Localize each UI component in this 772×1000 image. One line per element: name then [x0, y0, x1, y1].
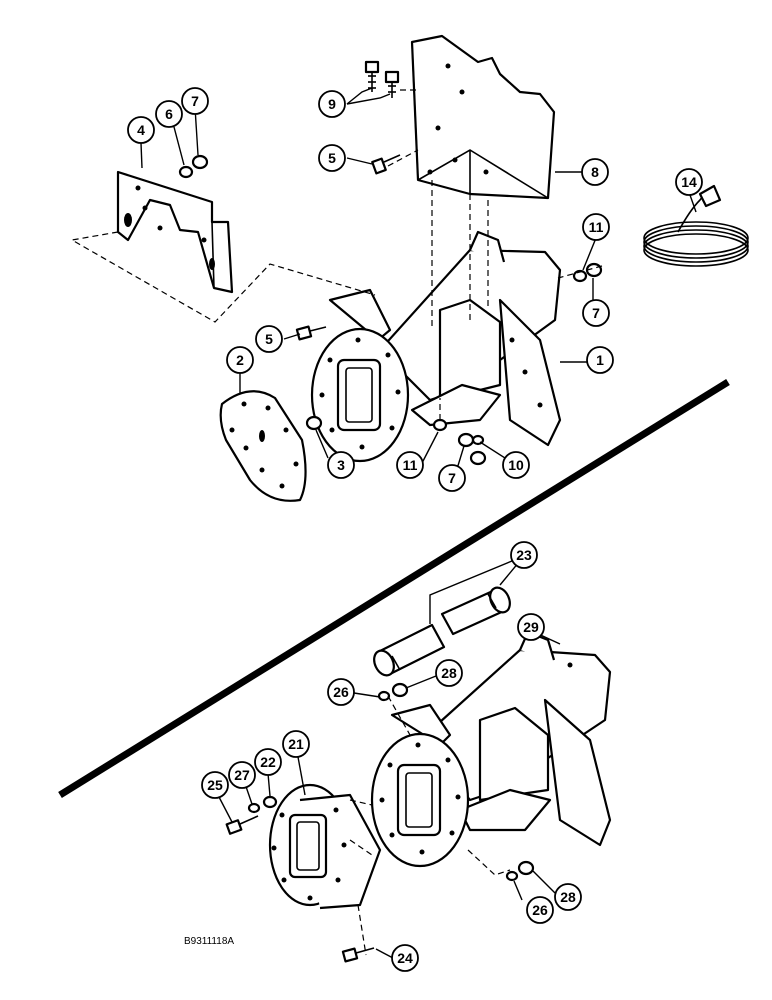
- alignment-lines-upper: [70, 89, 603, 420]
- callout-23: 23: [510, 541, 538, 569]
- callout-4: 4: [127, 116, 155, 144]
- alignment-lines-lower: [349, 695, 511, 956]
- svg-text:24: 24: [397, 950, 413, 966]
- washer-nut-parts-11-7-10-lower: [432, 418, 487, 466]
- callout-8: 8: [581, 158, 609, 186]
- svg-text:26: 26: [532, 902, 548, 918]
- svg-text:7: 7: [448, 470, 456, 486]
- svg-text:10: 10: [508, 457, 524, 473]
- callout-7-bottom: 7: [438, 464, 466, 492]
- callout-5-lower: 5: [255, 325, 283, 353]
- wire-coil-part-14: [643, 184, 749, 267]
- axle-housing-part-29: [370, 630, 612, 868]
- callout-28-lower: 28: [554, 883, 582, 911]
- bolt-part-5-upper: [371, 154, 401, 175]
- svg-text:21: 21: [288, 736, 304, 752]
- callout-1: 1: [586, 346, 614, 374]
- svg-text:11: 11: [403, 457, 418, 473]
- section-divider-line: [58, 379, 730, 798]
- callout-14: 14: [675, 168, 703, 196]
- callout-7-top: 7: [181, 87, 209, 115]
- washer-nut-parts-26-28-lower: [505, 860, 535, 882]
- svg-text:28: 28: [441, 665, 457, 681]
- callout-25: 25: [201, 771, 229, 799]
- plug-part-22: [262, 795, 278, 809]
- svg-text:28: 28: [560, 889, 576, 905]
- bolt-part-5-lower: [295, 325, 327, 341]
- callout-2: 2: [226, 346, 254, 374]
- svg-text:22: 22: [260, 754, 276, 770]
- axle-housing-part-1: [310, 230, 562, 463]
- svg-text:23: 23: [516, 547, 532, 563]
- adapter-flange-part-21: [268, 783, 382, 910]
- shield-plate-part-8: [410, 34, 556, 200]
- callout-22: 22: [254, 748, 282, 776]
- svg-text:11: 11: [589, 219, 604, 235]
- callout-27: 27: [228, 761, 256, 789]
- callout-9: 9: [318, 90, 346, 118]
- svg-text:5: 5: [265, 331, 273, 347]
- svg-text:3: 3: [337, 457, 345, 473]
- svg-text:9: 9: [328, 96, 336, 112]
- bolt-part-25: [225, 815, 259, 835]
- callout-24: 24: [391, 944, 419, 972]
- mounting-plate-part-4: [116, 170, 234, 294]
- cover-plate-part-2: [219, 390, 307, 502]
- washer-part-27: [247, 802, 261, 814]
- svg-text:8: 8: [591, 164, 599, 180]
- splined-shafts-part-23: [373, 586, 511, 677]
- washer-nut-parts-26-28-upper: [377, 682, 409, 702]
- bolts-part-9: [364, 60, 400, 98]
- callout-26-lower: 26: [526, 896, 554, 924]
- svg-text:14: 14: [681, 174, 697, 190]
- callout-10: 10: [502, 451, 530, 479]
- svg-text:7: 7: [191, 93, 199, 109]
- callout-26-upper: 26: [327, 678, 355, 706]
- washer-nut-parts-6-7-upper: [178, 154, 209, 179]
- svg-text:6: 6: [165, 106, 173, 122]
- svg-text:27: 27: [234, 767, 250, 783]
- callout-6: 6: [155, 100, 183, 128]
- bolt-part-24: [341, 947, 375, 963]
- figure-code: B9311118A: [184, 936, 234, 947]
- svg-text:5: 5: [328, 150, 336, 166]
- svg-text:2: 2: [236, 352, 244, 368]
- callout-21: 21: [282, 730, 310, 758]
- svg-text:4: 4: [137, 122, 145, 138]
- svg-text:29: 29: [523, 619, 539, 635]
- plug-part-3: [305, 415, 323, 431]
- callout-28-upper: 28: [435, 659, 463, 687]
- callout-11-right: 11: [582, 213, 610, 241]
- callout-11-bottom: 11: [396, 451, 424, 479]
- callout-29: 29: [517, 613, 545, 641]
- svg-text:7: 7: [592, 305, 600, 321]
- svg-text:26: 26: [333, 684, 349, 700]
- svg-text:1: 1: [596, 352, 604, 368]
- svg-text:25: 25: [207, 777, 223, 793]
- callout-3: 3: [327, 451, 355, 479]
- callout-7-right: 7: [582, 299, 610, 327]
- callout-5-upper: 5: [318, 144, 346, 172]
